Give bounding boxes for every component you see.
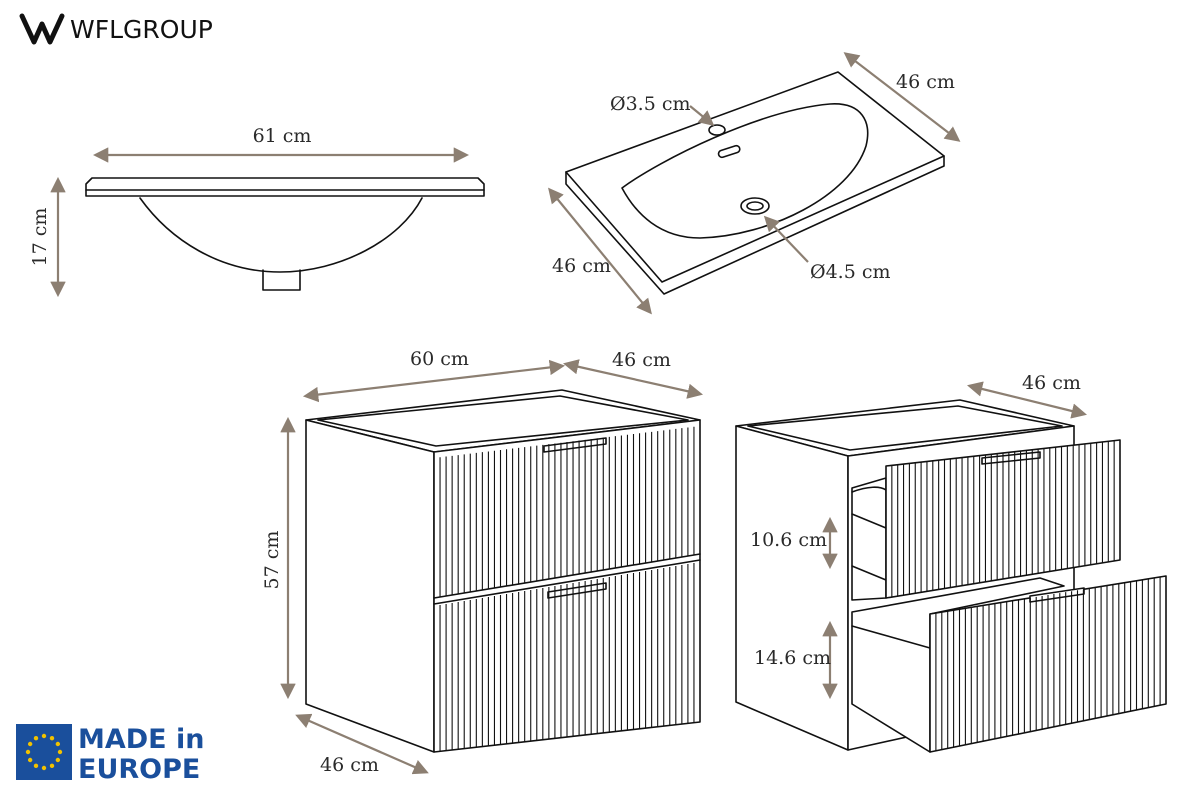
eu-star-icon <box>55 741 61 747</box>
brand-name: WFLGROUP <box>70 15 213 44</box>
lower-drawer-height-label: 14.6 cm <box>754 647 831 669</box>
eu-flag-icon <box>16 724 72 780</box>
open-lower-drawer-ribs <box>935 576 1161 751</box>
eu-star-icon <box>57 749 63 755</box>
eu-star-icon <box>41 765 47 771</box>
basin-height-label: 17 cm <box>29 208 51 267</box>
eu-star-icon <box>27 757 33 763</box>
upper-drawer-height-label: 10.6 cm <box>750 529 827 551</box>
basin-top-depth-arrow <box>548 187 652 315</box>
cabinet-depth-bottom-arrow <box>295 713 429 775</box>
badge-line-2: EUROPE <box>78 754 200 785</box>
eu-star-icon <box>55 757 61 763</box>
cabinet-height-label: 57 cm <box>261 531 283 590</box>
cabinet-width-arrow <box>302 359 566 403</box>
eu-star-icon <box>25 749 31 755</box>
cabinet-depth-bottom-label: 46 cm <box>320 754 379 776</box>
cabinet-depth-top-arrow <box>562 359 704 399</box>
wfl-logo-icon <box>19 13 65 45</box>
brand-logo: WFLGROUP <box>19 13 213 45</box>
made-in-europe-badge: MADE in EUROPE <box>16 724 205 785</box>
eu-star-icon <box>33 735 39 741</box>
closed-lower-drawer-ribs <box>439 563 695 752</box>
basin-side-view: 61 cm 17 cm <box>29 125 485 298</box>
eu-star-icon <box>41 733 47 739</box>
eu-star-icon <box>27 741 33 747</box>
open-depth-label: 46 cm <box>1022 372 1081 394</box>
basin-top-view: Ø3.5 cm Ø4.5 cm 46 cm 46 cm <box>548 52 961 315</box>
badge-line-1: MADE in <box>78 724 205 755</box>
drain-label: Ø4.5 cm <box>810 261 891 283</box>
cabinet-open-view: 46 cm 10.6 cm 14.6 cm <box>735 372 1167 753</box>
open-depth-arrow <box>967 381 1087 419</box>
cabinet-width-label: 60 cm <box>410 348 469 370</box>
basin-top-length-arrow <box>843 52 961 142</box>
eu-star-icon <box>49 735 55 741</box>
open-upper-drawer-ribs <box>891 440 1115 598</box>
basin-top-length-label: 46 cm <box>896 71 955 93</box>
eu-star-icon <box>33 763 39 769</box>
cabinet-depth-top-label: 46 cm <box>612 349 671 371</box>
tap-hole-label: Ø3.5 cm <box>610 93 691 115</box>
basin-width-label: 61 cm <box>253 125 312 147</box>
cabinet-closed-view: 60 cm 46 cm 57 cm 46 cm <box>261 348 704 776</box>
basin-top-depth-label: 46 cm <box>552 255 611 277</box>
eu-star-icon <box>49 763 55 769</box>
closed-upper-drawer-ribs <box>439 426 695 597</box>
